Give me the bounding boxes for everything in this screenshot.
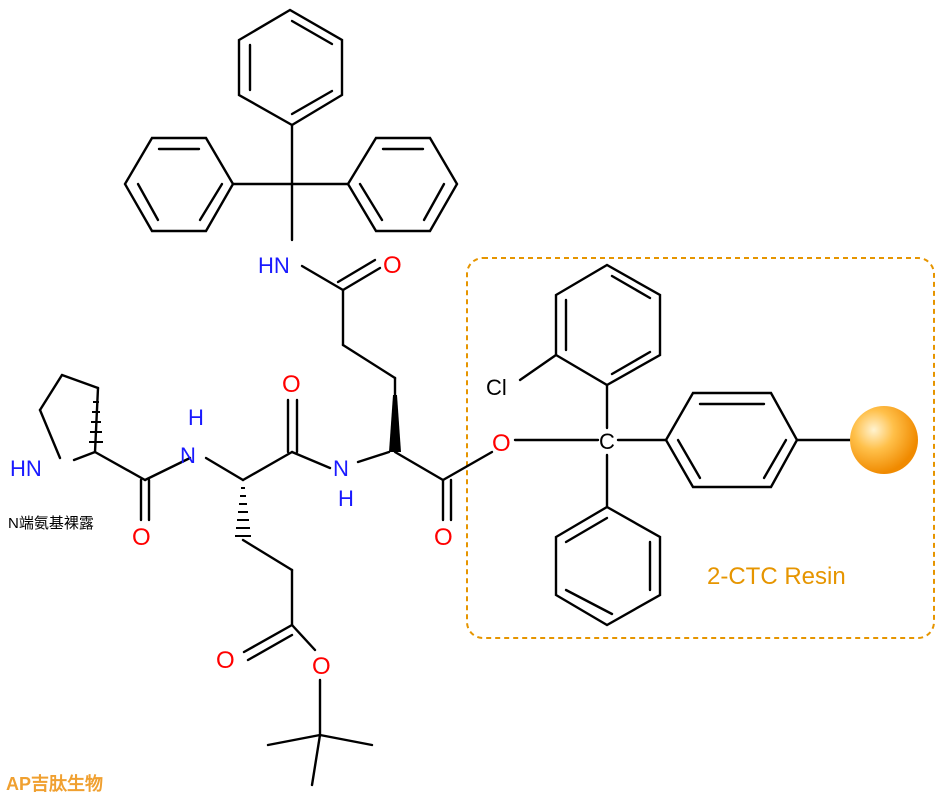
pro-nh-label: HN: [10, 456, 42, 481]
pro-hashed-bond: [89, 401, 103, 443]
pro-co-oxygen: O: [132, 524, 151, 551]
n-terminal-note: N端氨基裸露: [8, 515, 94, 532]
central-carbon-label: C: [599, 429, 615, 454]
proline-ring: [38, 373, 100, 462]
nh1-h-label: H: [188, 405, 204, 430]
hashed-bond: [235, 487, 251, 537]
ester-co-oxygen: O: [434, 524, 453, 551]
watermark: AP吉肽生物: [6, 773, 103, 794]
resin-phenyl-ring: [664, 391, 799, 489]
nh1-n-label: N: [180, 443, 196, 468]
nh2-n-label: N: [333, 456, 349, 481]
lower-phenyl-ring: [554, 505, 662, 627]
trt-co-oxygen: O: [383, 252, 402, 279]
nh2-h-label: H: [338, 486, 354, 511]
resin-box: [466, 257, 935, 639]
resin-label: 2-CTC Resin: [707, 563, 846, 590]
resin-bead: [850, 406, 918, 474]
glu-ester-oxygen: O: [312, 653, 331, 680]
wedge-bond: [389, 395, 401, 452]
gln-co-oxygen: O: [282, 371, 301, 398]
glu-co-oxygen: O: [216, 647, 235, 674]
chlorine-label: Cl: [486, 375, 507, 400]
chlorophenyl-ring: [518, 263, 662, 387]
trt-nh-label: HN: [258, 253, 290, 278]
ester-oxygen: O: [492, 430, 511, 457]
trityl-group: [123, 8, 459, 242]
